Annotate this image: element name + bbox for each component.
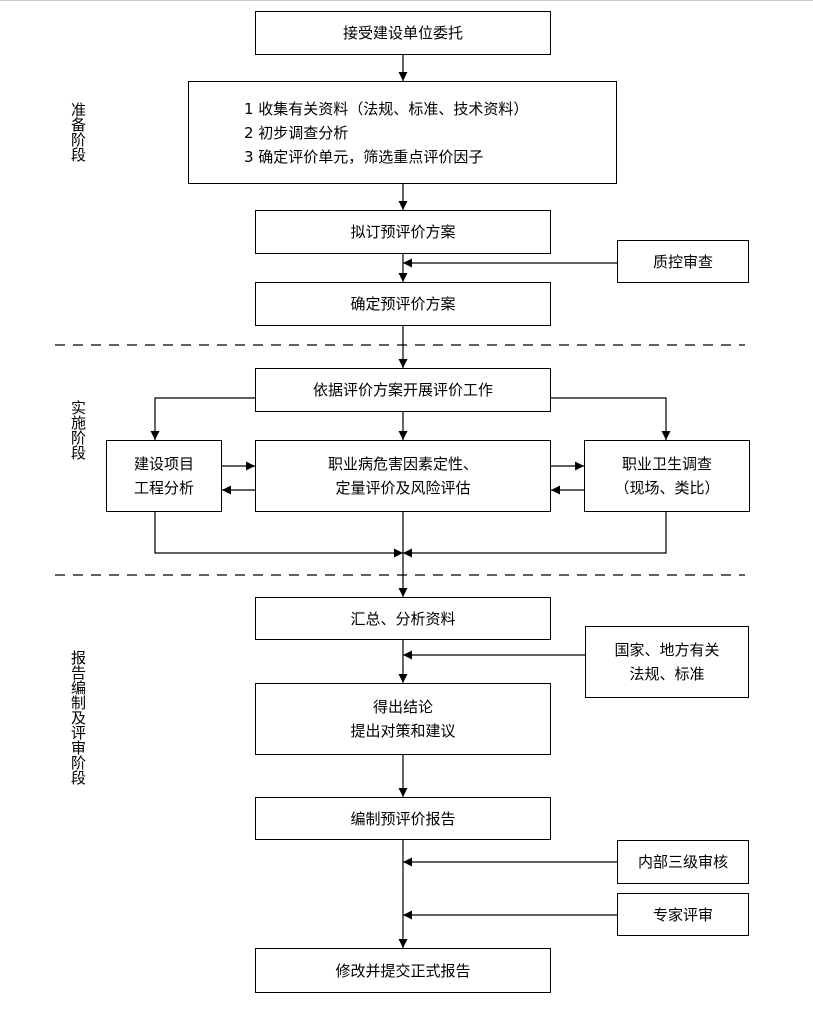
project-analysis-line-1: 建设项目 [133, 455, 194, 473]
box-final-report: 修改并提交正式报告 [255, 948, 551, 993]
box-final-report-label: 修改并提交正式报告 [335, 961, 471, 980]
box-accept-commission: 接受建设单位委托 [255, 11, 551, 55]
box-project-analysis: 建设项目 工程分析 [106, 440, 222, 512]
box-compile-report-label: 编制预评价报告 [350, 809, 456, 828]
hazard-eval-line-1: 职业病危害因素定性、 [327, 455, 478, 473]
box-summarize-label: 汇总、分析资料 [350, 609, 456, 628]
box-summarize: 汇总、分析资料 [255, 597, 551, 640]
box-internal-review-label: 内部三级审核 [637, 853, 728, 871]
box-expert-review-label: 专家评审 [652, 905, 713, 924]
box-expert-review: 专家评审 [617, 893, 749, 936]
regulations-line-1: 国家、地方有关 [614, 641, 720, 659]
hygiene-survey-line-2: （现场、类比） [614, 479, 720, 497]
collect-step-2: 2 初步调查分析 [244, 123, 349, 142]
arrow-survey-merge [403, 512, 667, 558]
box-draft-plan-label: 拟订预评价方案 [350, 223, 456, 241]
project-analysis-line-2: 工程分析 [133, 479, 194, 497]
arrow-start-to-project [150, 397, 255, 440]
conclusion-line-2: 提出对策和建议 [350, 722, 456, 740]
box-accept-label: 接受建设单位委托 [342, 24, 463, 42]
hazard-eval-line-2: 定量评价及风险评估 [335, 479, 471, 497]
arrow-project-merge [154, 512, 403, 558]
stage-label-prep: 准备阶段 [69, 102, 87, 162]
top-border [0, 0, 813, 1]
collect-step-3: 3 确定评价单元，筛选重点评价因子 [244, 147, 484, 166]
box-confirm-plan: 确定预评价方案 [255, 282, 551, 326]
stage-label-impl: 实施阶段 [69, 400, 87, 460]
box-qc-review: 质控审查 [617, 240, 749, 283]
hygiene-survey-line-1: 职业卫生调查 [621, 455, 712, 473]
box-collect-data: 1 收集有关资料（法规、标准、技术资料） 2 初步调查分析 3 确定评价单元，筛… [188, 81, 617, 184]
box-qc-review-label: 质控审查 [652, 252, 713, 271]
arrow-start-to-survey [551, 397, 671, 440]
box-start-work-label: 依据评价方案开展评价工作 [312, 381, 493, 399]
box-regulations: 国家、地方有关 法规、标准 [585, 626, 749, 698]
box-compile-report: 编制预评价报告 [255, 797, 551, 840]
stage-label-report: 报告编制及评审阶段 [69, 650, 87, 785]
box-draft-plan: 拟订预评价方案 [255, 210, 551, 254]
conclusion-line-1: 得出结论 [372, 698, 433, 716]
box-hygiene-survey: 职业卫生调查 （现场、类比） [584, 440, 750, 512]
collect-step-1: 1 收集有关资料（法规、标准、技术资料） [244, 99, 529, 118]
box-conclusion: 得出结论 提出对策和建议 [255, 683, 551, 755]
box-start-work: 依据评价方案开展评价工作 [255, 368, 551, 412]
box-confirm-plan-label: 确定预评价方案 [350, 295, 456, 313]
box-internal-review: 内部三级审核 [617, 840, 749, 884]
regulations-line-2: 法规、标准 [629, 665, 705, 683]
box-hazard-evaluation: 职业病危害因素定性、 定量评价及风险评估 [255, 440, 551, 512]
